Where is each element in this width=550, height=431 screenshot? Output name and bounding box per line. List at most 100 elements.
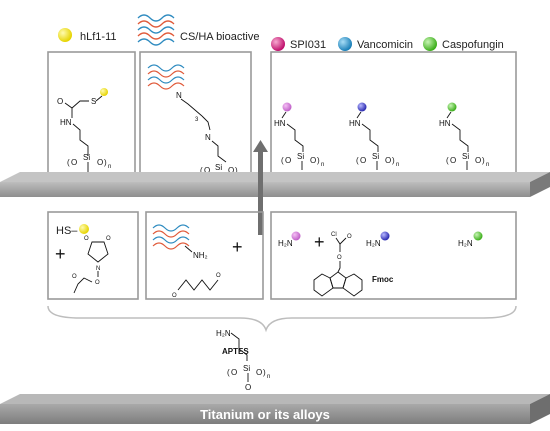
svg-text:Si: Si [83, 153, 90, 162]
svg-text:O: O [106, 236, 111, 242]
cs-ha-reagent-box [145, 211, 264, 300]
svg-text:O: O [347, 234, 352, 240]
svg-text:O: O [450, 156, 456, 165]
svg-text:S: S [91, 97, 96, 106]
antimicrobial-reagent-box [270, 211, 517, 300]
antimicrobial-grafted-box [270, 51, 517, 187]
legend-cs-ha: CS/HA bioactive [137, 14, 259, 46]
svg-text:): ) [392, 156, 395, 165]
svg-text:n: n [321, 162, 324, 168]
reaction-arrow-icon [253, 140, 268, 235]
grouping-brace-icon [47, 305, 517, 333]
svg-text:O: O [95, 280, 100, 286]
svg-text:O: O [231, 368, 237, 377]
svg-text:(: ( [446, 156, 449, 165]
svg-text:): ) [482, 156, 485, 165]
svg-text:O: O [360, 156, 366, 165]
legend-spi031: SPI031 [271, 37, 326, 51]
caspofungin-dot-icon [423, 37, 437, 51]
svg-text:+: + [232, 237, 243, 257]
svg-text:O: O [204, 166, 210, 175]
svg-text:NH₂: NH₂ [193, 251, 208, 260]
hlf-grafted-structure: S O HN ( O Si O ) n O [57, 88, 111, 182]
hlf-peptide-icon [100, 88, 108, 96]
svg-text:O: O [385, 156, 391, 165]
substrate-label: Titanium or its alloys [200, 407, 330, 422]
svg-text:HN: HN [274, 119, 286, 128]
svg-text:n: n [267, 374, 270, 380]
svg-text:): ) [104, 158, 107, 167]
polymer-chain-icon [137, 14, 175, 46]
svg-text:N: N [205, 133, 211, 142]
svg-text:+: + [314, 232, 325, 252]
svg-text:3: 3 [195, 117, 199, 123]
legend-hlf: hLf1-11 [58, 28, 117, 43]
hlf-reagent-box [47, 211, 139, 300]
legend-caspofungin: Caspofungin [423, 37, 504, 51]
functionalized-plate [0, 172, 550, 197]
polymer-chain-icon [152, 224, 190, 250]
legend-cs-ha-label: CS/HA bioactive [180, 31, 259, 43]
svg-text:O: O [475, 156, 481, 165]
svg-text:H₂N: H₂N [216, 329, 231, 338]
svg-text:(: ( [227, 368, 230, 377]
aptes-structure: H₂N APTES ( O Si O ) n O [216, 329, 270, 392]
spi031-molecule-icon [291, 231, 301, 241]
svg-text:Si: Si [215, 163, 222, 172]
polymer-chain-icon [147, 64, 185, 90]
legend-hlf-label: hLf1-11 [80, 31, 117, 43]
hlf-dot-icon [58, 28, 72, 42]
legend-vancomicin: Vancomicin [338, 37, 413, 51]
cs-ha-reagents: NH₂ + O O [152, 224, 243, 299]
svg-text:(: ( [200, 166, 203, 175]
spi031-molecule-icon [282, 102, 292, 112]
svg-text:O: O [172, 293, 177, 299]
spi031-dot-icon [271, 37, 285, 51]
svg-text:): ) [263, 368, 266, 377]
svg-text:O: O [256, 368, 262, 377]
svg-text:): ) [235, 166, 238, 175]
svg-text:HN: HN [349, 119, 361, 128]
svg-text:O: O [71, 158, 77, 167]
svg-text:Si: Si [372, 152, 379, 161]
caspofungin-grafted-structure: HN ( O Si O ) n O [439, 102, 489, 180]
svg-text:n: n [396, 162, 399, 168]
svg-text:H₂N: H₂N [278, 239, 293, 248]
svg-text:+: + [55, 244, 66, 264]
svg-text:): ) [317, 156, 320, 165]
svg-text:O: O [245, 383, 251, 392]
vancomicin-molecule-icon [357, 102, 367, 112]
caspofungin-molecule-icon [447, 102, 457, 112]
svg-text:O: O [337, 255, 342, 261]
svg-text:O: O [310, 156, 316, 165]
hlf-reagents: HS– + O O N O O [55, 224, 111, 294]
svg-text:N: N [176, 91, 182, 100]
svg-text:O: O [228, 166, 234, 175]
svg-text:(: ( [281, 156, 284, 165]
svg-text:HN: HN [439, 119, 451, 128]
antimicrobial-reagents: H₂N + H₂N H₂N Cl O O Fmoc [278, 231, 483, 297]
svg-text:O: O [84, 236, 89, 242]
vancomicin-dot-icon [338, 37, 352, 51]
svg-text:Fmoc: Fmoc [372, 275, 394, 284]
caspofungin-molecule-icon [473, 231, 483, 241]
vancomicin-molecule-icon [380, 231, 390, 241]
svg-text:O: O [57, 97, 63, 106]
svg-text:n: n [486, 162, 489, 168]
svg-text:n: n [108, 164, 111, 170]
svg-text:O: O [97, 158, 103, 167]
svg-text:(: ( [356, 156, 359, 165]
legend-spi031-label: SPI031 [290, 39, 326, 51]
svg-text:Cl: Cl [331, 232, 337, 238]
vancomicin-grafted-structure: HN ( O Si O ) n O [349, 102, 399, 180]
svg-text:O: O [216, 273, 221, 279]
svg-text:(: ( [67, 158, 70, 167]
svg-text:H₂N: H₂N [366, 239, 381, 248]
spi031-grafted-structure: HN ( O Si O ) n O [274, 102, 324, 180]
fluorenyl-ring-icon [313, 271, 363, 297]
svg-text:O: O [285, 156, 291, 165]
svg-text:Si: Si [462, 152, 469, 161]
legend-vancomicin-label: Vancomicin [357, 39, 413, 51]
svg-text:Si: Si [243, 364, 250, 373]
